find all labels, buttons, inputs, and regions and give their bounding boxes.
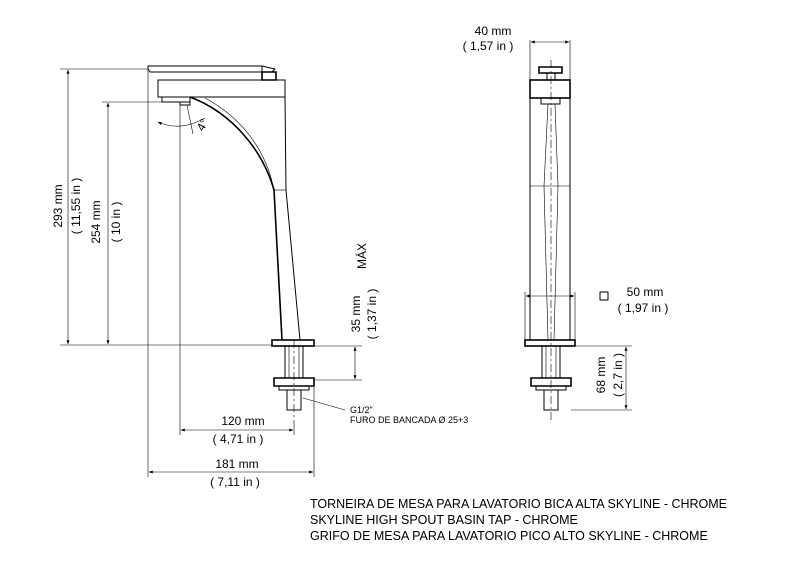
dim-35-max: MÁX (354, 243, 369, 269)
hole-note: FURO DE BANCADA Ø 25+3 (350, 415, 468, 425)
dim-293-mm: 293 mm (51, 184, 65, 227)
title-spanish: GRIFO DE MESA PARA LAVATORIO PICO ALTO S… (310, 529, 708, 543)
dim-68-mm: 68 mm (594, 357, 608, 394)
title-block: TORNEIRA DE MESA PARA LAVATORIO BICA ALT… (310, 496, 795, 544)
dim-254-in: ( 10 in ) (109, 202, 123, 243)
base-flange (271, 339, 315, 347)
front-view-dimensions (524, 40, 632, 411)
side-view (147, 65, 315, 420)
dim-254-mm: 254 mm (89, 200, 103, 243)
dim-40-mm: 40 mm (475, 24, 512, 38)
dim-181-in: ( 7,11 in ) (210, 475, 260, 489)
square-symbol (599, 291, 609, 301)
lever-handle (147, 65, 276, 73)
angle-label: 4° (194, 116, 212, 133)
spout-head (157, 79, 286, 98)
front-view (524, 60, 576, 420)
thread-note: G1/2" (350, 405, 373, 415)
dim-50-in: ( 1,97 in ) (618, 301, 669, 315)
dim-293-in: ( 11,55 in ) (69, 178, 83, 234)
dim-35-mm: 35 mm (349, 296, 363, 333)
side-view-dimensions (60, 68, 362, 477)
faucet-body (189, 96, 283, 341)
dim-40-in: ( 1,57 in ) (463, 39, 514, 53)
dimension-labels: 293 mm ( 11,55 in ) 254 mm ( 10 in ) 35 … (51, 24, 668, 489)
shank (284, 346, 304, 378)
dim-120-mm: 120 mm (221, 414, 264, 428)
title-portuguese: TORNEIRA DE MESA PARA LAVATORIO BICA ALT… (310, 497, 728, 511)
dim-181-mm: 181 mm (215, 457, 258, 471)
dim-35-in: ( 1,37 in ) (365, 289, 379, 340)
dim-50-mm: 50 mm (627, 285, 664, 299)
dim-68-in: ( 2,7 in ) (611, 353, 625, 397)
front-handle (538, 66, 563, 74)
title-english: SKYLINE HIGH SPOUT BASIN TAP - CHROME (310, 513, 578, 527)
dim-120-in: ( 4,71 in ) (213, 432, 264, 446)
